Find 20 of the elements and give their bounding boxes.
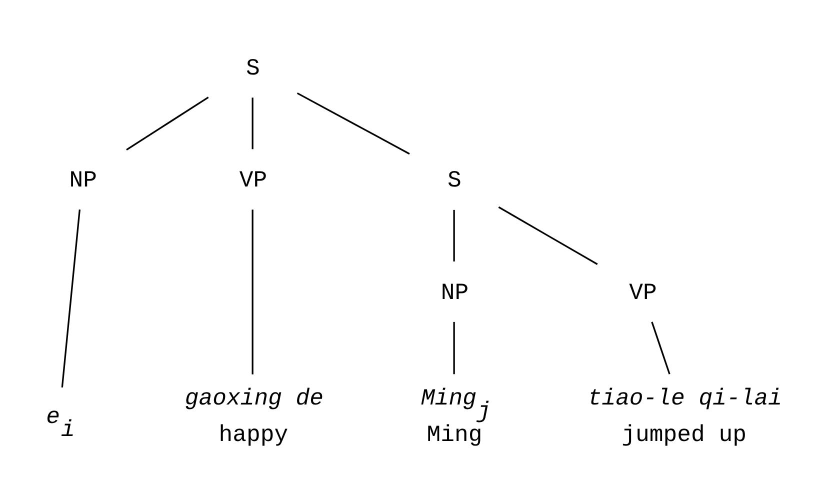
connector bbox=[453, 210, 455, 262]
node-text: VP bbox=[239, 168, 268, 194]
connector bbox=[252, 98, 254, 150]
node-text: NP bbox=[440, 280, 469, 306]
connector bbox=[61, 210, 80, 388]
node-text: S bbox=[447, 168, 462, 194]
connector bbox=[126, 96, 209, 150]
node-label: Ming bbox=[426, 422, 482, 448]
connector bbox=[498, 206, 598, 265]
connector bbox=[453, 322, 455, 374]
node-text: gaoxing de bbox=[184, 386, 324, 412]
node-label: happy bbox=[218, 422, 288, 448]
node-text: tiao-le qi-lai bbox=[588, 386, 782, 412]
node-label: jumped up bbox=[622, 422, 747, 448]
node-text: VP bbox=[629, 280, 657, 306]
node-text: S bbox=[246, 55, 260, 82]
connector bbox=[296, 92, 410, 155]
connector bbox=[252, 210, 254, 374]
node-text: NP bbox=[69, 168, 98, 194]
connector bbox=[651, 322, 670, 374]
